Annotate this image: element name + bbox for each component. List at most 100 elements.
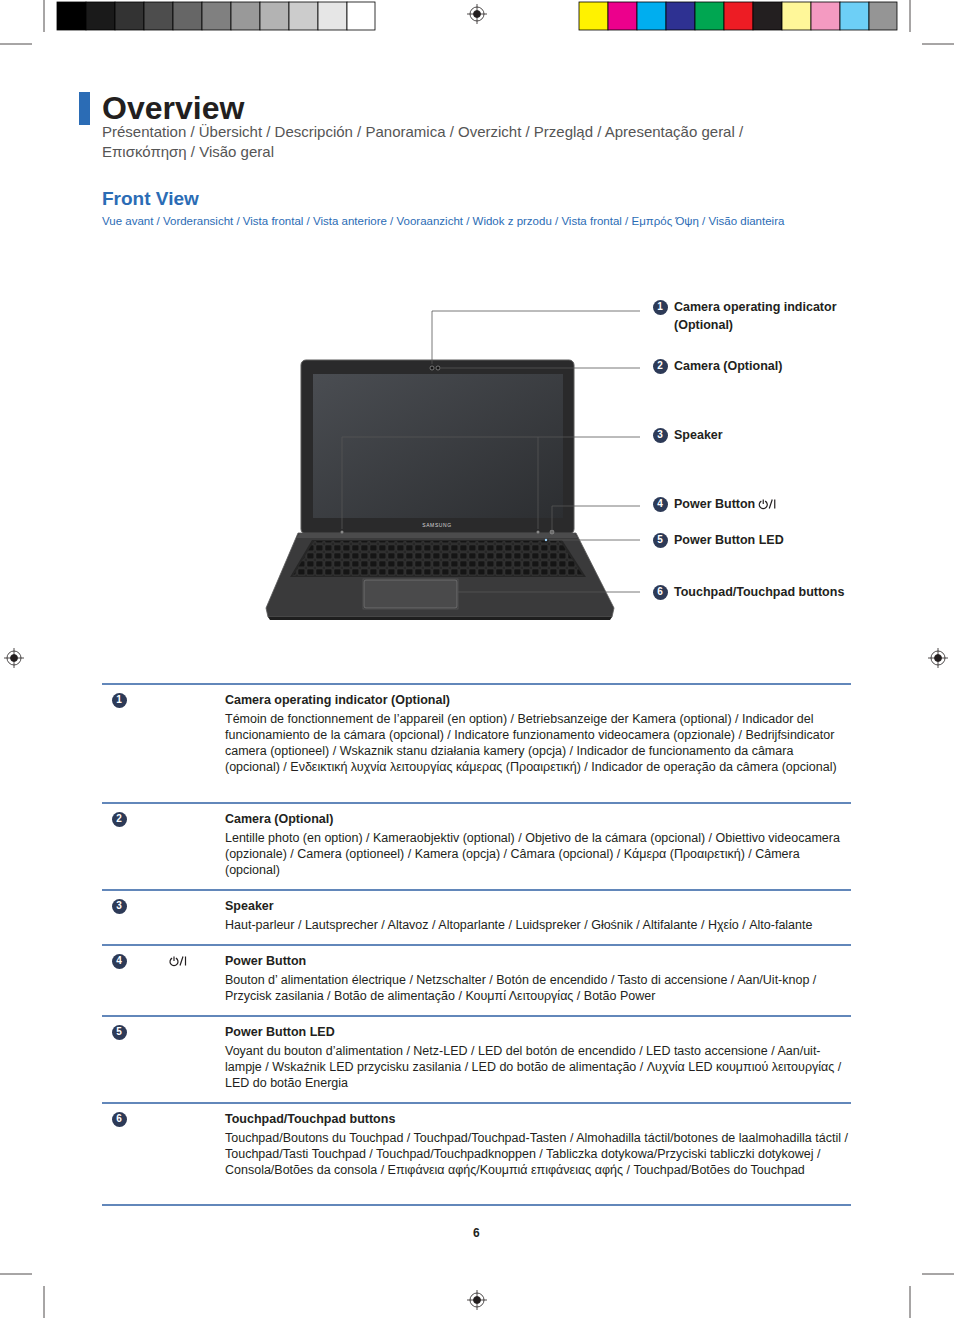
- callout-number: 4: [653, 497, 668, 512]
- process-color-bar-part: [608, 2, 637, 30]
- item-heading: Touchpad/Touchpad buttons: [225, 1111, 850, 1127]
- gray-color-bar-part: [173, 2, 202, 30]
- laptop-illustration-part: [430, 366, 434, 370]
- section-heading: Front View: [102, 188, 199, 210]
- callout-label: Camera operating indicator (Optional): [674, 298, 852, 334]
- table-rule: [102, 944, 851, 946]
- gray-color-bar: [57, 2, 375, 30]
- table-rule: [102, 683, 851, 685]
- laptop-illustration: [266, 360, 614, 620]
- gray-color-bar-part: [86, 2, 115, 30]
- callout-label: Power Button: [674, 495, 755, 513]
- table-rule: [102, 1015, 851, 1017]
- gray-color-bar-part: [115, 2, 144, 30]
- callout-number: 2: [112, 812, 127, 827]
- item-description: Touchpad/Boutons du Touchpad / Touchpad/…: [225, 1130, 850, 1178]
- leader-lines-part: [342, 437, 538, 529]
- item-heading: Speaker: [225, 898, 850, 914]
- crop-marks-part: [922, 44, 954, 45]
- table-rule: [102, 889, 851, 891]
- crop-marks-part: [922, 1274, 954, 1275]
- callout-number: 1: [112, 693, 127, 708]
- gray-color-bar-part: [231, 2, 260, 30]
- item-description: Haut-parleur / Lautsprecher / Altavoz / …: [225, 917, 850, 933]
- crop-marks-part: [44, 0, 45, 32]
- callout-number: 6: [112, 1112, 127, 1127]
- item-heading: Power Button LED: [225, 1024, 850, 1040]
- power-symbol-part: [769, 500, 772, 509]
- laptop-illustration-part: [537, 531, 540, 534]
- table-rule: [102, 1102, 851, 1104]
- laptop-illustration-part: [293, 541, 583, 576]
- laptop-illustration-part: [436, 366, 440, 370]
- registration-marks-part: [477, 1290, 478, 1310]
- leader-lines: [342, 311, 640, 609]
- laptop-illustration-part: [313, 374, 563, 518]
- process-color-bar-part: [637, 2, 666, 30]
- callout-label: Touchpad/Touchpad buttons: [674, 583, 844, 601]
- process-color-bar-part: [695, 2, 724, 30]
- callout-number: 6: [653, 585, 668, 600]
- callout-number: 5: [653, 533, 668, 548]
- process-color-bar-part: [869, 2, 897, 30]
- laptop-illustration-part: [341, 531, 344, 534]
- power-symbol-part: [180, 957, 183, 966]
- gray-color-bar-part: [318, 2, 347, 30]
- brand-logo: SAMSUNG: [422, 522, 451, 528]
- title-accent-bar: [79, 92, 90, 125]
- process-color-bar: [579, 2, 897, 30]
- table-rule: [102, 802, 851, 804]
- item-description: Témoin de fonctionnement de l’appareil (…: [225, 711, 850, 775]
- laptop-illustration-part: [550, 530, 554, 534]
- power-symbol-part: [774, 500, 775, 509]
- page-number: 6: [473, 1226, 480, 1240]
- callout-number: 2: [653, 359, 668, 374]
- leader-lines-part: [363, 579, 458, 609]
- item-description: Bouton d’ alimentation électrique / Netz…: [225, 972, 850, 1004]
- process-color-bar-part: [666, 2, 695, 30]
- laptop-illustration-part: [268, 617, 612, 620]
- laptop-illustration-part: [296, 533, 578, 538]
- leader-lines-part: [538, 437, 640, 438]
- gray-color-bar-part: [144, 2, 173, 30]
- power-symbol-part: [763, 500, 764, 505]
- item-heading: Camera operating indicator (Optional): [225, 692, 850, 708]
- gray-color-bar-part: [260, 2, 289, 30]
- registration-marks-part: [477, 4, 478, 24]
- registration-marks-part: [14, 648, 15, 668]
- crop-marks-part: [44, 1286, 45, 1318]
- power-symbol-part: [173, 957, 174, 962]
- callout-label: Speaker: [674, 426, 723, 444]
- subtitle: Présentation / Übersicht / Descripción /…: [102, 122, 802, 162]
- callout-number: 1: [653, 300, 668, 315]
- registration-marks: [4, 4, 948, 1310]
- registration-marks-part: [938, 648, 939, 668]
- laptop-illustration-part: [266, 533, 614, 617]
- process-color-bar-part: [782, 2, 811, 30]
- process-color-bar-part: [753, 2, 782, 30]
- crop-marks-part: [0, 44, 32, 45]
- leader-lines-part: [458, 592, 640, 593]
- item-heading: Power Button: [225, 953, 850, 969]
- gray-color-bar-part: [202, 2, 231, 30]
- laptop-illustration-part: [301, 360, 574, 534]
- power-symbol: [759, 500, 775, 509]
- item-heading: Camera (Optional): [225, 811, 850, 827]
- callout-number: 5: [112, 1025, 127, 1040]
- callout-number: 3: [653, 428, 668, 443]
- gray-color-bar-part: [57, 2, 86, 30]
- callout-label: Power Button LED: [674, 531, 784, 549]
- process-color-bar-part: [840, 2, 869, 30]
- power-symbol-part: [185, 957, 186, 966]
- callout-number: 4: [112, 954, 127, 969]
- process-color-bar-part: [579, 2, 608, 30]
- leader-lines-part: [549, 540, 640, 541]
- callout-number: 3: [112, 899, 127, 914]
- table-rule: [102, 1204, 851, 1206]
- crop-marks-part: [0, 1274, 32, 1275]
- laptop-illustration-part: [364, 580, 457, 608]
- page-title: Overview: [102, 90, 244, 126]
- crop-marks-part: [910, 1286, 911, 1318]
